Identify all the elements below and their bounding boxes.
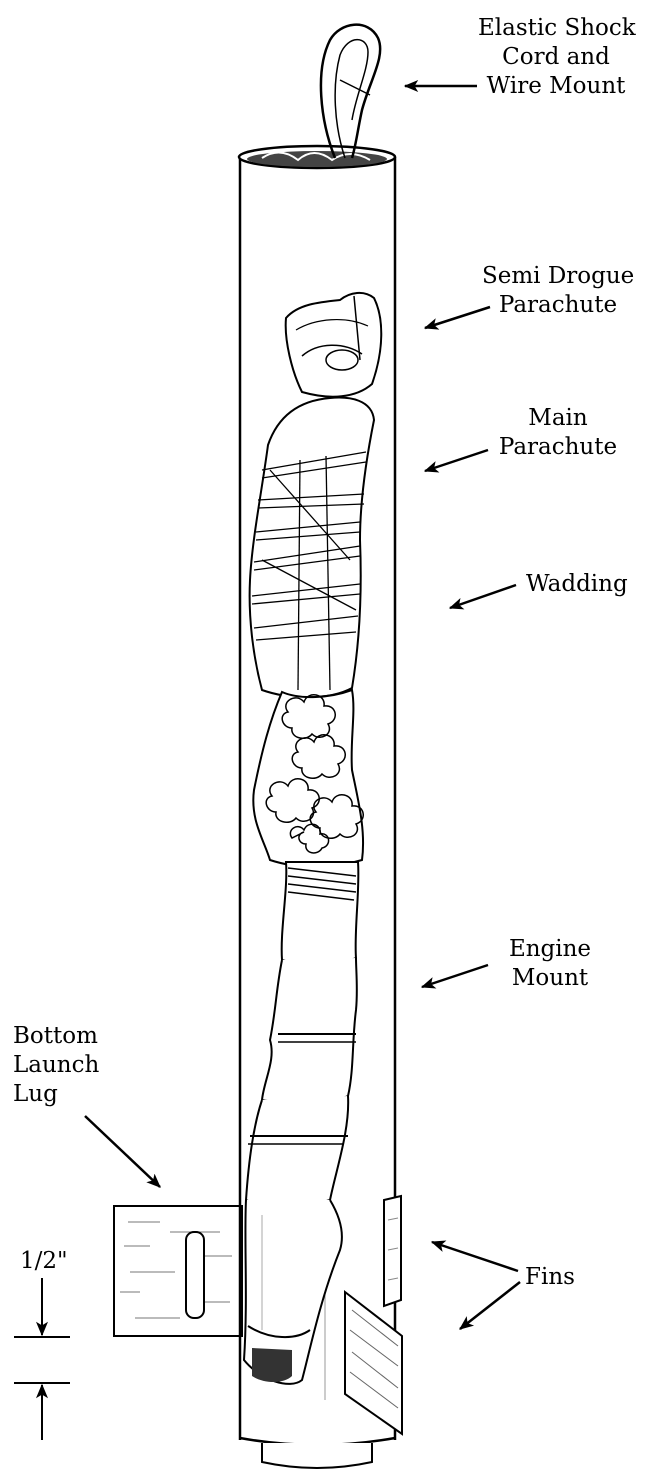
fins bbox=[345, 1196, 402, 1434]
arrow-main bbox=[425, 450, 488, 471]
drogue-label: Semi Drogue Parachute bbox=[482, 262, 634, 320]
engine-mount bbox=[244, 862, 358, 1384]
dimension-value: 1/2" bbox=[20, 1247, 68, 1276]
launch-lug-label-line-2: Launch bbox=[13, 1051, 99, 1080]
engine-mount-label-line-2: Mount bbox=[488, 964, 612, 993]
shock-cord-label-line-1: Elastic Shock bbox=[478, 14, 634, 43]
drogue-label-line-1: Semi Drogue bbox=[482, 262, 634, 291]
main-parachute bbox=[250, 398, 374, 698]
main-parachute-label-line-2: Parachute bbox=[482, 433, 634, 462]
launch-lug bbox=[114, 1206, 242, 1336]
wadding-label: Wadding bbox=[526, 570, 628, 599]
shock-cord-label-line-2: Cord and bbox=[478, 43, 634, 72]
engine-mount-label: Engine Mount bbox=[488, 935, 612, 993]
main-parachute-label-line-1: Main bbox=[482, 404, 634, 433]
launch-lug-label: Bottom Launch Lug bbox=[13, 1022, 99, 1109]
arrow-launch-lug bbox=[85, 1116, 160, 1187]
main-parachute-label: Main Parachute bbox=[482, 404, 634, 462]
engine-mount-label-line-1: Engine bbox=[488, 935, 612, 964]
launch-lug-label-line-3: Lug bbox=[13, 1080, 99, 1109]
dimension-label: 1/2" bbox=[20, 1247, 68, 1276]
arrow-engine bbox=[422, 965, 488, 987]
wadding-label-line-1: Wadding bbox=[526, 570, 628, 599]
arrow-fin-lower bbox=[460, 1282, 520, 1329]
shock-cord-label: Elastic Shock Cord and Wire Mount bbox=[478, 14, 634, 101]
arrow-fin-upper bbox=[432, 1242, 518, 1271]
fins-label-line-1: Fins bbox=[525, 1263, 575, 1292]
arrow-drogue bbox=[425, 307, 490, 328]
shock-cord bbox=[321, 25, 380, 158]
arrow-wadding bbox=[450, 585, 516, 608]
shock-cord-label-line-3: Wire Mount bbox=[478, 72, 634, 101]
launch-lug-label-line-1: Bottom bbox=[13, 1022, 99, 1051]
semi-drogue-parachute bbox=[286, 293, 382, 397]
drogue-label-line-2: Parachute bbox=[482, 291, 634, 320]
fins-label: Fins bbox=[525, 1263, 575, 1292]
wadding bbox=[253, 690, 363, 867]
dimension-marker bbox=[14, 1278, 70, 1440]
